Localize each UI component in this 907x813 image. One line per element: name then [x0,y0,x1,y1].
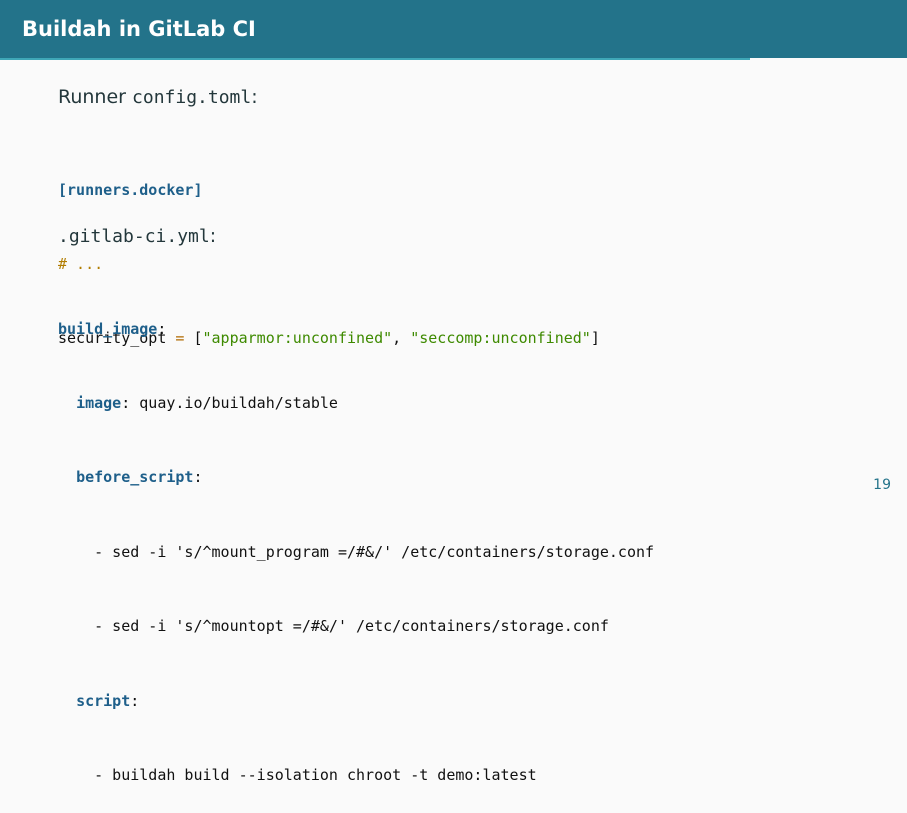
toml-separator: , [392,329,411,348]
title-bar: Buildah in GitLab CI [0,0,907,58]
code-line: - buildah build --isolation chroot -t de… [58,763,654,788]
yaml-text: - sed -i 's/^mountopt =/#&/' /etc/contai… [58,617,609,636]
yaml-indent [58,394,76,412]
code-line: build_image: [58,317,654,342]
yaml-text: : quay.io/buildah/stable [121,393,338,412]
code-line: - sed -i 's/^mount_program =/#&/' /etc/c… [58,540,654,565]
yaml-text: - buildah build --isolation chroot -t de… [58,765,537,784]
slide-title: Buildah in GitLab CI [22,17,256,41]
toml-bracket-close: ] [590,329,600,348]
toml-comment: # ... [58,254,104,273]
yaml-text: : [130,691,140,710]
caption-suffix: : [251,86,258,108]
title-accent-rule [0,58,750,60]
code-block-gitlab-ci-yml: build_image: image: quay.io/buildah/stab… [58,267,654,813]
code-line: image: quay.io/buildah/stable [58,391,654,416]
yaml-indent [58,468,76,486]
code-line: [runners.docker] [58,178,600,203]
code-line: # ... [58,252,600,277]
code-line: security_opt = ["apparmor:unconfined", "… [58,326,600,351]
yaml-indent [58,692,76,710]
toml-key: security_opt [58,329,167,348]
code-line: - sed -i 's/^mountopt =/#&/' /etc/contai… [58,614,654,639]
section-caption-runner: Runner config.toml: [58,86,258,108]
toml-equals: = [166,329,194,348]
page-number: 19 [873,477,891,493]
yaml-key: image [76,393,122,412]
toml-string: "seccomp:unconfined" [410,329,591,348]
yaml-key: build_image [58,319,158,338]
code-line: script: [58,689,654,714]
toml-string: "apparmor:unconfined" [202,329,393,348]
caption-suffix: : [209,225,217,247]
caption-filename: config.toml [132,87,252,108]
yaml-text: : [157,319,167,338]
caption-prefix: Runner [58,86,133,108]
toml-bracket-open: [ [193,329,203,348]
code-line: before_script: [58,465,654,490]
section-caption-gitlab-ci: .gitlab-ci.yml: [58,225,216,247]
yaml-text: : [193,468,203,487]
code-block-config-toml: [runners.docker] # ... security_opt = ["… [58,128,600,376]
yaml-key: script [76,691,131,710]
toml-section: [runners.docker] [58,180,203,199]
caption-filename: .gitlab-ci.yml [58,226,210,247]
yaml-key: before_script [76,468,194,487]
yaml-text: - sed -i 's/^mount_program =/#&/' /etc/c… [58,542,655,561]
